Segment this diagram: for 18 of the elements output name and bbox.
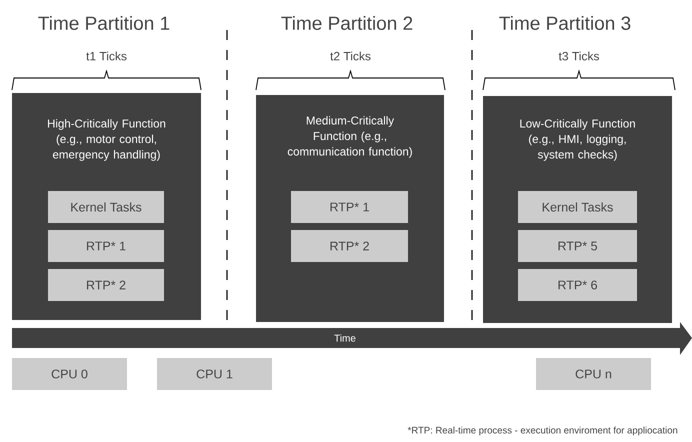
cpu-box: CPU 1 [157,358,272,390]
partition-title: Time Partition 3 [499,16,630,30]
task-box: RTP* 1 [48,230,164,262]
task-box: RTP* 2 [291,230,408,262]
task-box: RTP* 1 [291,191,408,223]
tick-label: t2 Ticks [330,52,371,60]
task-box: Kernel Tasks [518,191,637,223]
partition-title: Time Partition 2 [281,16,412,30]
cpu-box: CPU n [536,358,651,390]
task-box: RTP* 6 [518,269,637,301]
partition-title: Time Partition 1 [38,16,170,30]
cpu-box: CPU 0 [12,358,127,390]
footnote: *RTP: Real-time process - execution enviroment for appliocation [408,426,678,436]
task-box: Kernel Tasks [48,191,164,223]
task-box: RTP* 5 [518,230,637,262]
tick-label: t3 Ticks [558,52,600,60]
tick-label: t1 Ticks [86,52,127,60]
task-box: RTP* 2 [48,269,164,301]
